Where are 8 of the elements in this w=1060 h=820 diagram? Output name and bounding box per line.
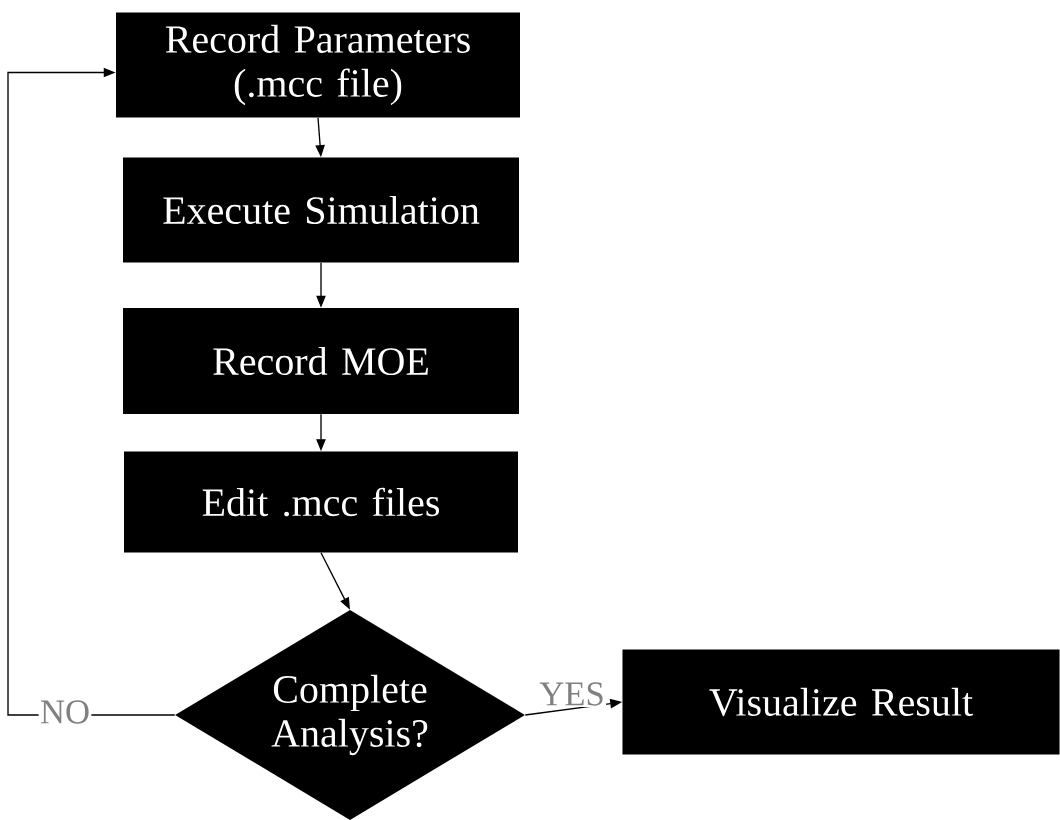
edge-label: YES (537, 681, 607, 707)
edge-label: NO (38, 699, 92, 725)
process-box: Record Parameters (.mcc file) (116, 12, 520, 118)
process-box: Visualize Result (622, 649, 1060, 755)
arrow (7, 67, 176, 716)
process-box: Edit .mcc files (124, 451, 518, 553)
process-box: Record MOE (123, 308, 519, 414)
process-box: Execute Simulation (123, 157, 519, 263)
